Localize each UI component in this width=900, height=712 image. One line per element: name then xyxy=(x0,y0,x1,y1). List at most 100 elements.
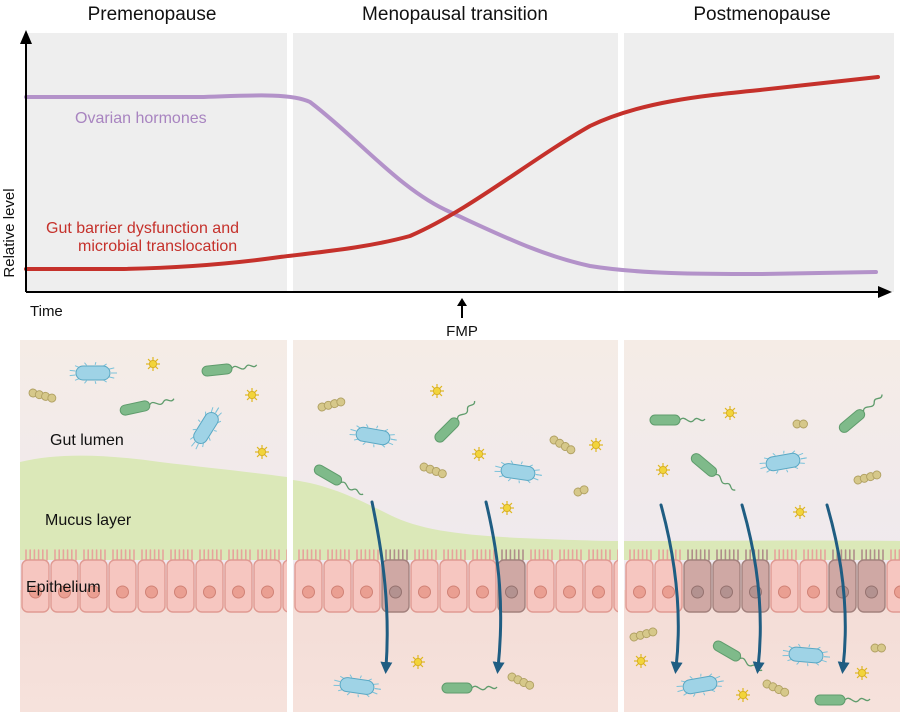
cocci-chain-icon xyxy=(573,485,589,497)
small-star-icon xyxy=(245,388,259,402)
rod-bacterium-icon xyxy=(494,460,542,484)
fmp-marker: FMP xyxy=(446,298,478,340)
epithelial-cell xyxy=(108,549,137,613)
small-star-icon xyxy=(146,357,160,371)
microbes xyxy=(28,357,886,706)
gut-panel-postmenopause xyxy=(624,340,900,712)
epithelial-cell xyxy=(21,549,50,613)
top-panel-backgrounds xyxy=(26,33,894,292)
cocci-chain-icon xyxy=(549,435,576,455)
small-star-icon xyxy=(472,447,486,461)
translocation-arrow-icon xyxy=(740,503,765,674)
rod-bacterium-icon xyxy=(782,643,830,667)
small-star-icon xyxy=(855,666,869,680)
top-panel-premenopause xyxy=(26,33,287,292)
epithelial-cell xyxy=(468,549,497,613)
rod-bacterium-icon xyxy=(190,407,222,450)
epithelial-cell xyxy=(439,549,468,613)
epithelial-cell xyxy=(799,549,828,613)
small-star-icon xyxy=(500,501,514,515)
cocci-chain-icon xyxy=(792,419,808,429)
epithelial-cell xyxy=(712,549,741,613)
epithelial-cell xyxy=(224,549,253,613)
rod-bacterium-icon xyxy=(69,361,117,385)
small-star-icon xyxy=(430,384,444,398)
epithelial-cell xyxy=(555,549,584,613)
rod-bacterium-icon xyxy=(759,450,807,474)
epithelial-cell xyxy=(410,549,439,613)
mucus-layer-label: Mucus layer xyxy=(45,512,132,529)
epithelial-cell xyxy=(294,549,323,613)
flagellated-bacterium-icon xyxy=(814,694,871,706)
rod-bacterium-icon xyxy=(333,674,381,698)
gut-panel-transition xyxy=(293,340,618,712)
chart-axes xyxy=(20,30,892,298)
small-star-icon xyxy=(255,445,269,459)
stage-label-premenopause: Premenopause xyxy=(88,4,217,25)
translocation-arrow-icon xyxy=(484,500,505,674)
epithelial-cell xyxy=(79,549,108,613)
epithelial-cell xyxy=(137,549,166,613)
epithelial-cell xyxy=(683,549,712,613)
x-axis-label: Time xyxy=(30,303,63,320)
rod-bacterium-icon xyxy=(349,424,397,448)
epithelial-cell xyxy=(741,549,770,613)
small-star-icon xyxy=(656,463,670,477)
epithelium-cells-premenopause xyxy=(21,549,287,613)
gut-lumen-label: Gut lumen xyxy=(50,432,124,449)
epithelium-cells-transition xyxy=(294,549,618,613)
flagellated-bacterium-icon xyxy=(434,400,476,443)
bottom-panels xyxy=(20,340,900,712)
cocci-chain-icon xyxy=(507,672,535,690)
translocation-arrows xyxy=(370,500,850,674)
rod-bacterium-icon xyxy=(676,673,724,697)
epithelial-cell xyxy=(770,549,799,613)
small-star-icon xyxy=(736,688,750,702)
epithelial-cell xyxy=(526,549,555,613)
cocci-chain-icon xyxy=(870,643,886,653)
epithelium-label: Epithelium xyxy=(26,579,101,596)
translocation-arrow-icon xyxy=(370,500,393,674)
epithelial-cell xyxy=(195,549,224,613)
flagellated-bacterium-icon xyxy=(649,414,706,426)
flagellated-bacterium-icon xyxy=(441,682,498,694)
ovarian-hormones-curve xyxy=(24,93,878,277)
ovarian-hormones-label: Ovarian hormones xyxy=(75,110,207,127)
flagellated-bacterium-icon xyxy=(838,394,883,433)
translocation-arrow-icon xyxy=(659,503,683,674)
small-star-icon xyxy=(411,655,425,669)
cocci-chain-icon xyxy=(762,679,790,697)
cocci-chain-icon xyxy=(853,470,882,485)
epithelial-cell xyxy=(381,549,410,613)
small-star-icon xyxy=(589,438,603,452)
cocci-chain-icon xyxy=(28,388,57,403)
top-panel-transition xyxy=(293,33,618,292)
stage-label-transition: Menopausal transition xyxy=(362,4,548,25)
up-arrow-icon xyxy=(457,298,467,306)
flagellated-bacterium-icon xyxy=(119,398,175,416)
gut-barrier-curve xyxy=(24,75,880,271)
epithelial-cell xyxy=(50,549,79,613)
fmp-label: FMP xyxy=(446,323,478,340)
epithelial-cell xyxy=(857,549,886,613)
epithelial-cell xyxy=(352,549,381,613)
epithelium-cells-postmenopause xyxy=(625,549,900,613)
stage-label-postmenopause: Postmenopause xyxy=(693,4,830,25)
flagellated-bacterium-icon xyxy=(201,363,258,377)
flagellated-bacterium-icon xyxy=(690,453,736,491)
small-star-icon xyxy=(634,654,648,668)
cocci-chain-icon xyxy=(317,397,346,412)
epithelial-cell xyxy=(886,549,900,613)
epithelial-cell xyxy=(253,549,282,613)
small-star-icon xyxy=(793,505,807,519)
cocci-chain-icon xyxy=(419,462,447,479)
epithelial-cell xyxy=(613,549,618,613)
top-panel-postmenopause xyxy=(624,33,894,292)
gut-barrier-label-line2: microbial translocation xyxy=(78,238,237,255)
small-star-icon xyxy=(723,406,737,420)
epithelial-cell xyxy=(282,549,287,613)
gut-panel-premenopause xyxy=(20,340,287,712)
cocci-chain-icon xyxy=(629,627,658,642)
gut-barrier-label-line1: Gut barrier dysfunction and xyxy=(46,220,239,237)
